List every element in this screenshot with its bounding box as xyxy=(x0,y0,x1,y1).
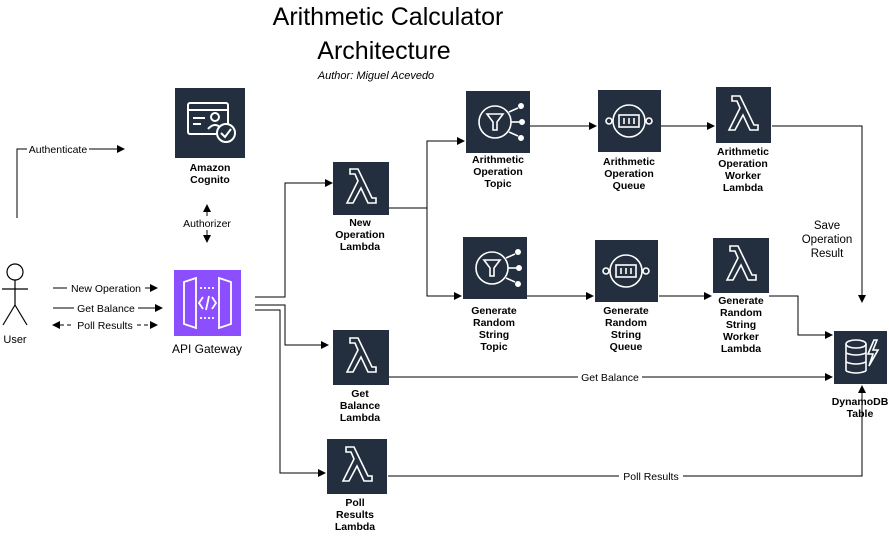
arith-queue-label-3: Queue xyxy=(613,180,646,192)
label-get-balance-db: Get Balance xyxy=(581,372,639,384)
get-balance-lambda-label-3: Lambda xyxy=(340,412,380,424)
poll-results-lambda-icon xyxy=(327,439,387,494)
get-balance-lambda-icon xyxy=(333,330,389,385)
edge-new-op-to-rand-topic xyxy=(426,208,462,300)
rand-worker-label-4: Worker xyxy=(723,331,759,343)
rand-queue-label-3: String xyxy=(611,329,641,341)
new-op-lambda-label-2: Operation xyxy=(335,229,385,241)
user-label: User xyxy=(3,334,27,346)
new-operation-lambda-icon xyxy=(333,162,389,215)
arith-topic-label-1: Arithmetic xyxy=(472,154,524,166)
edge-poll-results-to-db xyxy=(388,385,866,477)
dynamodb-label-2: Table xyxy=(847,408,874,420)
edge-api-to-new-op xyxy=(255,179,333,298)
api-gateway-label: API Gateway xyxy=(172,342,242,356)
rand-queue-label-1: Generate xyxy=(603,305,649,317)
get-balance-lambda-label-2: Balance xyxy=(340,400,380,412)
label-new-operation: New Operation xyxy=(71,283,141,295)
get-balance-lambda-label-1: Get xyxy=(351,388,369,400)
arithmetic-queue-icon xyxy=(598,90,661,152)
edge-api-to-poll-results xyxy=(255,309,326,477)
cognito-label-1: Amazon xyxy=(190,162,231,174)
poll-results-lambda-label-2: Results xyxy=(336,509,374,521)
dynamodb-icon xyxy=(834,331,887,384)
poll-results-lambda-label-1: Poll xyxy=(345,497,364,509)
random-string-topic-icon xyxy=(463,237,527,299)
rand-worker-label-3: String xyxy=(726,319,756,331)
arith-topic-label-2: Operation xyxy=(473,166,523,178)
edge-arith-worker-to-db xyxy=(772,125,866,303)
arith-worker-label-3: Worker xyxy=(725,170,761,182)
label-poll-results: Poll Results xyxy=(77,320,132,332)
cognito-icon xyxy=(175,88,245,158)
rand-worker-label-5: Lambda xyxy=(721,343,761,355)
arith-worker-label-1: Arithmetic xyxy=(717,146,769,158)
edge-rand-worker-to-db xyxy=(769,295,833,339)
edge-authenticate xyxy=(16,145,125,218)
arith-queue-label-1: Arithmetic xyxy=(603,156,655,168)
rand-topic-label-4: Topic xyxy=(480,341,507,353)
rand-worker-label-2: Random xyxy=(720,307,762,319)
author-label: Author: Miguel Acevedo xyxy=(317,70,434,82)
label-save-result-1: Save xyxy=(814,220,840,232)
rand-worker-label-1: Generate xyxy=(718,295,764,307)
new-op-lambda-label-1: New xyxy=(349,217,371,229)
label-save-result-3: Result xyxy=(811,248,844,260)
label-authenticate: Authenticate xyxy=(29,144,88,156)
rand-topic-label-1: Generate xyxy=(471,305,517,317)
random-string-queue-icon xyxy=(595,240,658,302)
title-line-1: Arithmetic Calculator xyxy=(273,3,504,31)
rand-topic-label-2: Random xyxy=(473,317,515,329)
label-poll-results-db: Poll Results xyxy=(623,471,678,483)
rand-topic-label-3: String xyxy=(479,329,509,341)
dynamodb-label-1: DynamoDB xyxy=(832,396,889,408)
rand-queue-label-4: Queue xyxy=(610,341,643,353)
user-actor-icon xyxy=(2,263,28,326)
edge-new-op-to-arith-topic xyxy=(389,137,465,209)
api-gateway-icon xyxy=(174,270,241,336)
edge-api-to-get-balance xyxy=(255,304,329,349)
label-get-balance: Get Balance xyxy=(77,303,135,315)
arith-worker-label-2: Operation xyxy=(718,158,768,170)
arithmetic-worker-lambda-icon xyxy=(716,87,771,143)
title-line-2: Architecture xyxy=(317,37,450,65)
label-save-result-2: Operation xyxy=(802,234,853,246)
rand-queue-label-2: Random xyxy=(605,317,647,329)
arith-topic-label-3: Topic xyxy=(484,178,511,190)
new-op-lambda-label-3: Lambda xyxy=(340,241,380,253)
cognito-label-2: Cognito xyxy=(190,174,230,186)
arith-worker-label-4: Lambda xyxy=(723,182,763,194)
random-string-worker-lambda-icon xyxy=(713,238,769,293)
arith-queue-label-2: Operation xyxy=(604,168,654,180)
poll-results-lambda-label-3: Lambda xyxy=(335,521,375,533)
label-authorizer: Authorizer xyxy=(183,218,231,230)
arithmetic-topic-icon xyxy=(466,91,530,153)
